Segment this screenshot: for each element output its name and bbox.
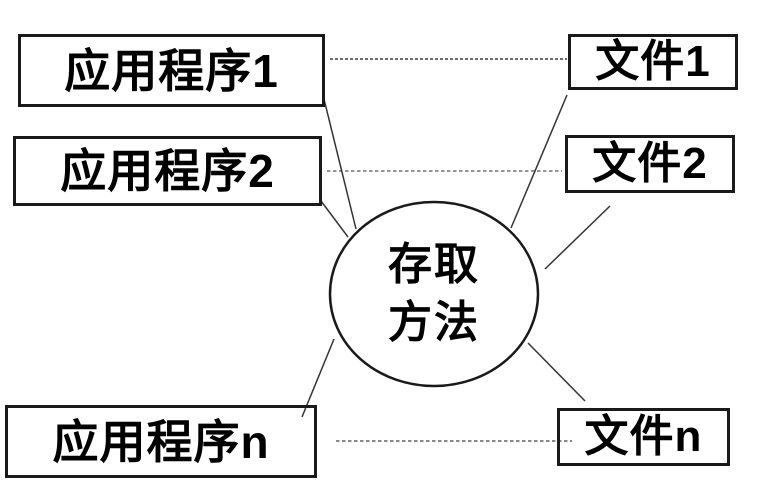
line-app2-center: [320, 200, 349, 238]
file-box-2-label: 文件2: [592, 139, 708, 188]
line-file1-center: [510, 94, 568, 229]
line-file2-center: [544, 205, 611, 270]
app-box-1: 应用程序1: [18, 34, 325, 107]
center-label-line1: 存取: [388, 239, 480, 289]
app-box-1-label: 应用程序1: [64, 44, 279, 97]
center-circle: [328, 200, 540, 388]
line-filen-center: [527, 342, 586, 402]
app-box-n: 应用程序n: [5, 405, 317, 478]
center-label: 存取 方法: [334, 204, 534, 384]
app-box-n-label: 应用程序n: [52, 415, 270, 468]
file-box-2: 文件2: [565, 135, 735, 193]
app-box-2-label: 应用程序2: [60, 145, 275, 197]
file-box-n: 文件n: [557, 408, 730, 466]
line-app1-center: [322, 94, 357, 230]
file-box-1-label: 文件1: [595, 37, 711, 86]
line-appn-center: [301, 338, 335, 418]
file-box-n-label: 文件n: [584, 412, 703, 461]
file-box-1: 文件1: [568, 34, 738, 90]
center-label-line2: 方法: [388, 298, 480, 347]
app-box-2: 应用程序2: [13, 136, 322, 206]
